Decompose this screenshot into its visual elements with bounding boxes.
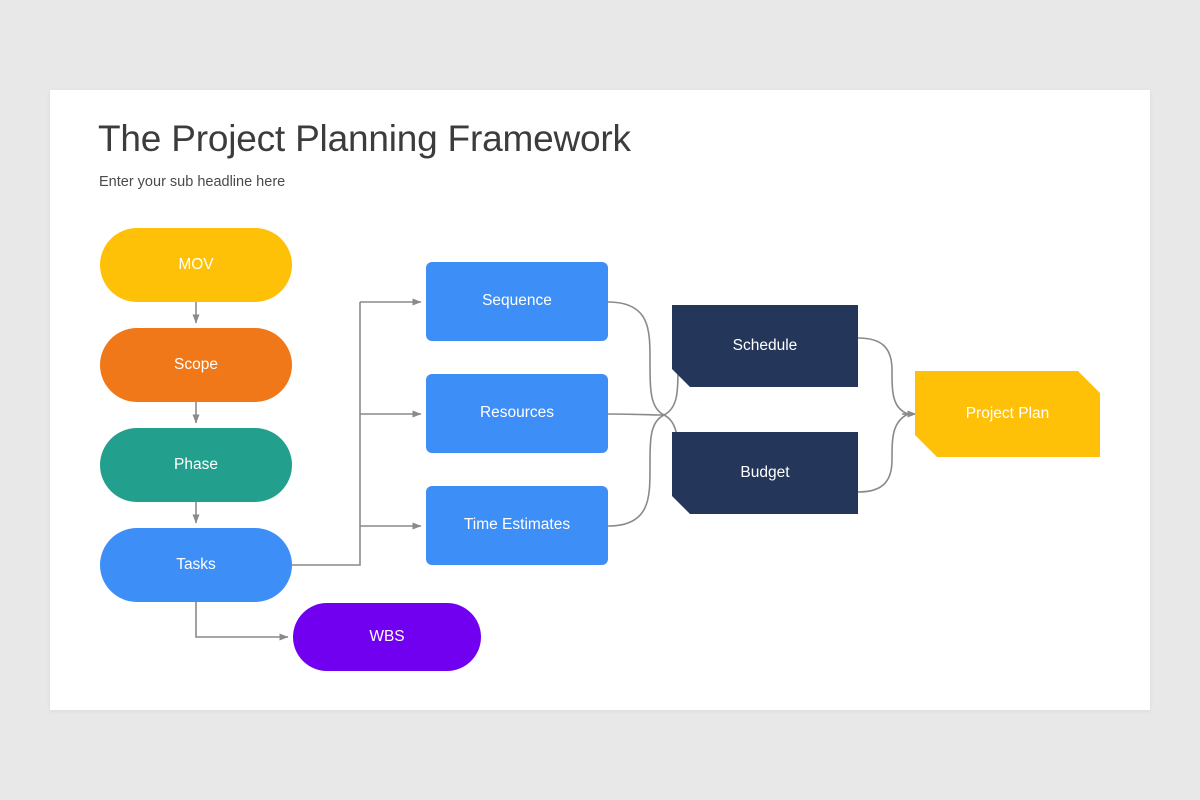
node-mov[interactable]: MOV [100, 228, 292, 302]
page-title: The Project Planning Framework [98, 118, 631, 159]
node-phase[interactable]: Phase [100, 428, 292, 502]
page-subtitle: Enter your sub headline here [99, 174, 286, 190]
edge-schedule-plan [857, 337, 909, 415]
edge-sequence-merge [607, 301, 665, 416]
node-tasks[interactable]: Tasks [100, 528, 292, 602]
node-budget[interactable]: Budget [672, 432, 858, 514]
edge-budget-plan [857, 413, 909, 493]
edge-tasks-wbs [195, 602, 289, 641]
node-sequence[interactable]: Sequence [426, 262, 608, 341]
node-time-estimates[interactable]: Time Estimates [426, 486, 608, 565]
project-planning-diagram: MOV Scope Phase Tasks WBS Sequence Resou… [50, 90, 1150, 710]
edge-time-merge [607, 414, 665, 527]
node-project-plan[interactable]: Project Plan [915, 371, 1100, 457]
node-resources[interactable]: Resources [426, 374, 608, 453]
edge-tasks-trunk [292, 302, 361, 566]
node-schedule[interactable]: Schedule [672, 305, 858, 387]
node-scope[interactable]: Scope [100, 328, 292, 402]
node-wbs[interactable]: WBS [293, 603, 481, 671]
edge-resources-merge [607, 413, 665, 416]
slide-card: The Project Planning Framework Enter you… [50, 90, 1150, 710]
